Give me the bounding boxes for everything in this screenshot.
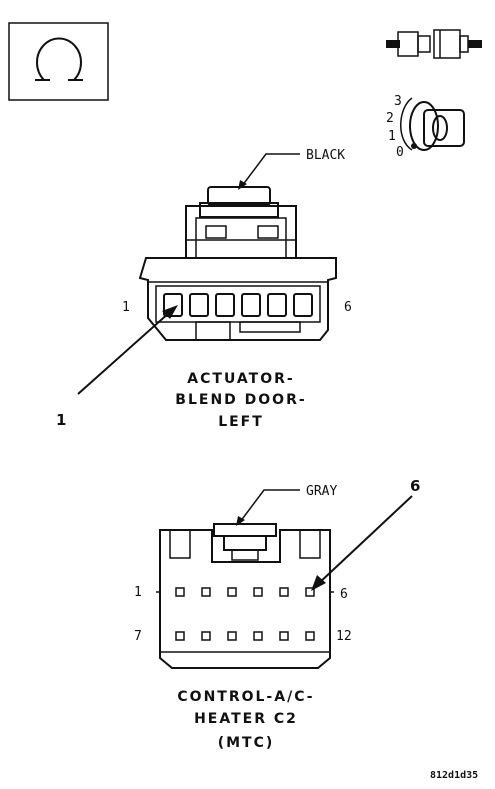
pin-cavity [279,587,289,597]
key-scale-1: 1 [388,129,396,144]
control-title-line-2: HEATER C2 [194,711,298,727]
callout-6: 6 [410,477,420,495]
connector-view-symbol [8,22,109,101]
pin-cavity [175,631,185,641]
pin-cavity [227,587,237,597]
control-title-line-1: CONTROL-A/C- [177,689,314,705]
pin-cavity [253,587,263,597]
plug-icon [386,29,482,59]
pin-cavity [293,293,313,317]
key-scale-2: 2 [386,111,394,126]
gray-color-label: GRAY [306,484,337,499]
pin-label-1: 1 [122,300,130,315]
pin-label-7: 7 [134,629,142,644]
actuator-title-line-3: LEFT [218,414,264,430]
pin-cavity [267,293,287,317]
pin-cavity [201,587,211,597]
pin-cavity [201,631,211,641]
callout-1: 1 [56,411,66,429]
pin-cavity [227,631,237,641]
pin-cavity [279,631,289,641]
pin-cavity [189,293,209,317]
pin-cavity [163,293,183,317]
pin-label-12: 12 [336,629,352,644]
key-icon: 3 2 1 0 [386,94,465,160]
key-scale-3: 3 [394,94,402,109]
pin-cavity [253,631,263,641]
pin-cavity [305,631,315,641]
key-scale-0: 0 [396,145,404,160]
actuator-title-line-2: BLEND DOOR- [175,392,306,408]
pin-label-6: 6 [344,300,352,315]
pin-label-6: 6 [340,587,348,602]
pin-cavity [241,293,261,317]
pin-cavity [215,293,235,317]
pin-label-1: 1 [134,585,142,600]
black-color-label: BLACK [306,148,345,163]
actuator-connector: BLACK 1 6 1 ACTUATOR- BLEND DOOR- LEFT [56,148,352,430]
actuator-title-line-1: ACTUATOR- [187,371,294,387]
pin-cavity [305,587,315,597]
pin-cavity [175,587,185,597]
control-connector: GRAY 1 6 7 12 6 CONTROL-A/C- HEATER C2 (… [134,477,420,751]
figure-code: 812d1d35 [430,770,478,781]
control-title-line-3: (MTC) [218,735,275,751]
